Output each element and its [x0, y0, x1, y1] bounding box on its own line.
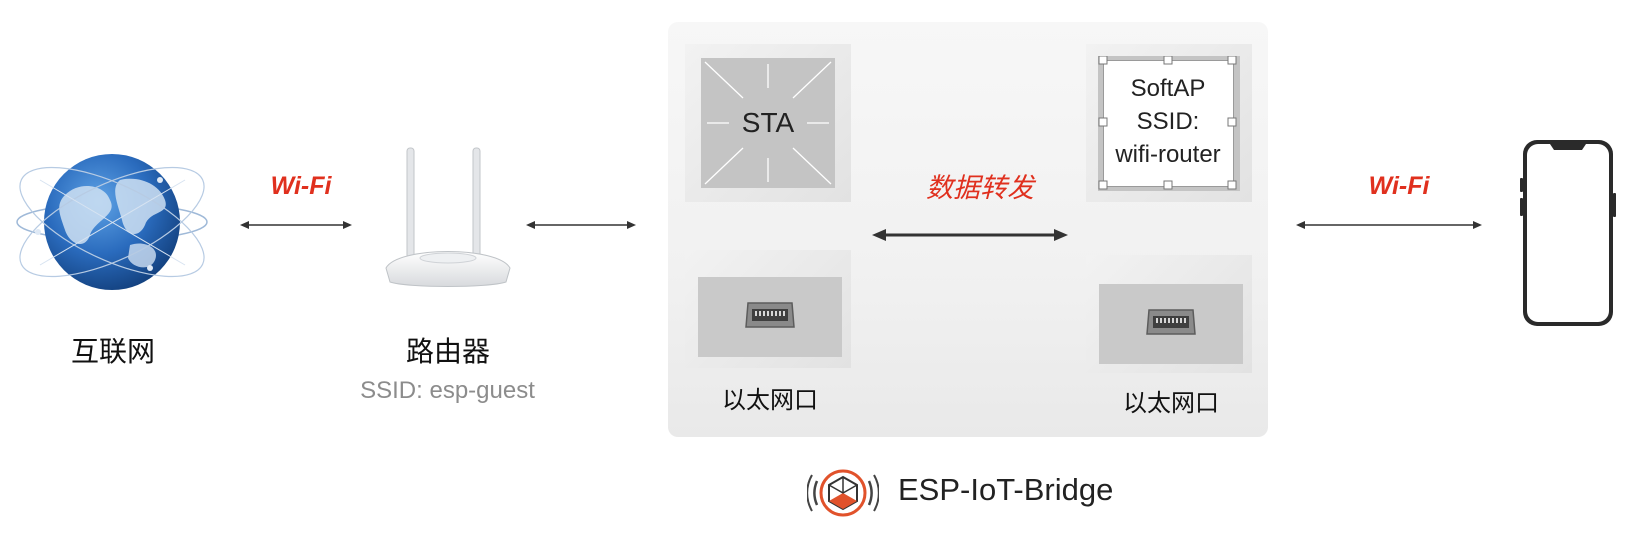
esp-iot-bridge-label: ESP-IoT-Bridge	[898, 472, 1114, 507]
double-arrow-data-forward	[872, 229, 1068, 241]
eth-right-label: 以太网口	[1123, 389, 1219, 417]
router-label: 路由器	[405, 335, 490, 368]
softap-square: SoftAP SSID: wifi-router	[1098, 56, 1240, 191]
internet-label: 互联网	[70, 335, 155, 368]
wifi-link-label-right: Wi-Fi	[1368, 172, 1430, 200]
sta-guide-lines	[704, 61, 832, 185]
sta-label: STA	[741, 107, 795, 138]
eth-right-port-box	[1099, 284, 1243, 364]
softap-line-1: SoftAP	[1130, 75, 1206, 102]
smartphone-icon	[1520, 140, 1616, 326]
router-node	[378, 140, 518, 290]
router-icon	[385, 147, 511, 287]
wifi-link-label-left: Wi-Fi	[270, 172, 332, 200]
data-forward-label: 数据转发	[926, 173, 1034, 204]
router-ssid: SSID: esp-guest	[360, 377, 535, 404]
eth-left-port-box	[698, 277, 842, 357]
sta-square: STA	[701, 58, 835, 188]
double-arrow-internet-router	[240, 221, 352, 229]
softap-label: SoftAP SSID: wifi-router	[1104, 72, 1232, 171]
ethernet-port-icon	[1146, 309, 1196, 335]
softap-line-3: wifi-router	[1115, 141, 1221, 168]
ethernet-port-icon	[745, 302, 795, 328]
softap-line-2: SSID:	[1136, 108, 1200, 135]
double-arrow-router-bridge	[526, 221, 636, 229]
eth-left-label: 以太网口	[722, 386, 818, 414]
esp-iot-bridge-logo-icon	[807, 469, 879, 517]
double-arrow-bridge-phone	[1296, 221, 1482, 229]
internet-node	[10, 140, 215, 305]
globe-icon	[16, 154, 208, 290]
selection-handles	[1098, 56, 1237, 190]
